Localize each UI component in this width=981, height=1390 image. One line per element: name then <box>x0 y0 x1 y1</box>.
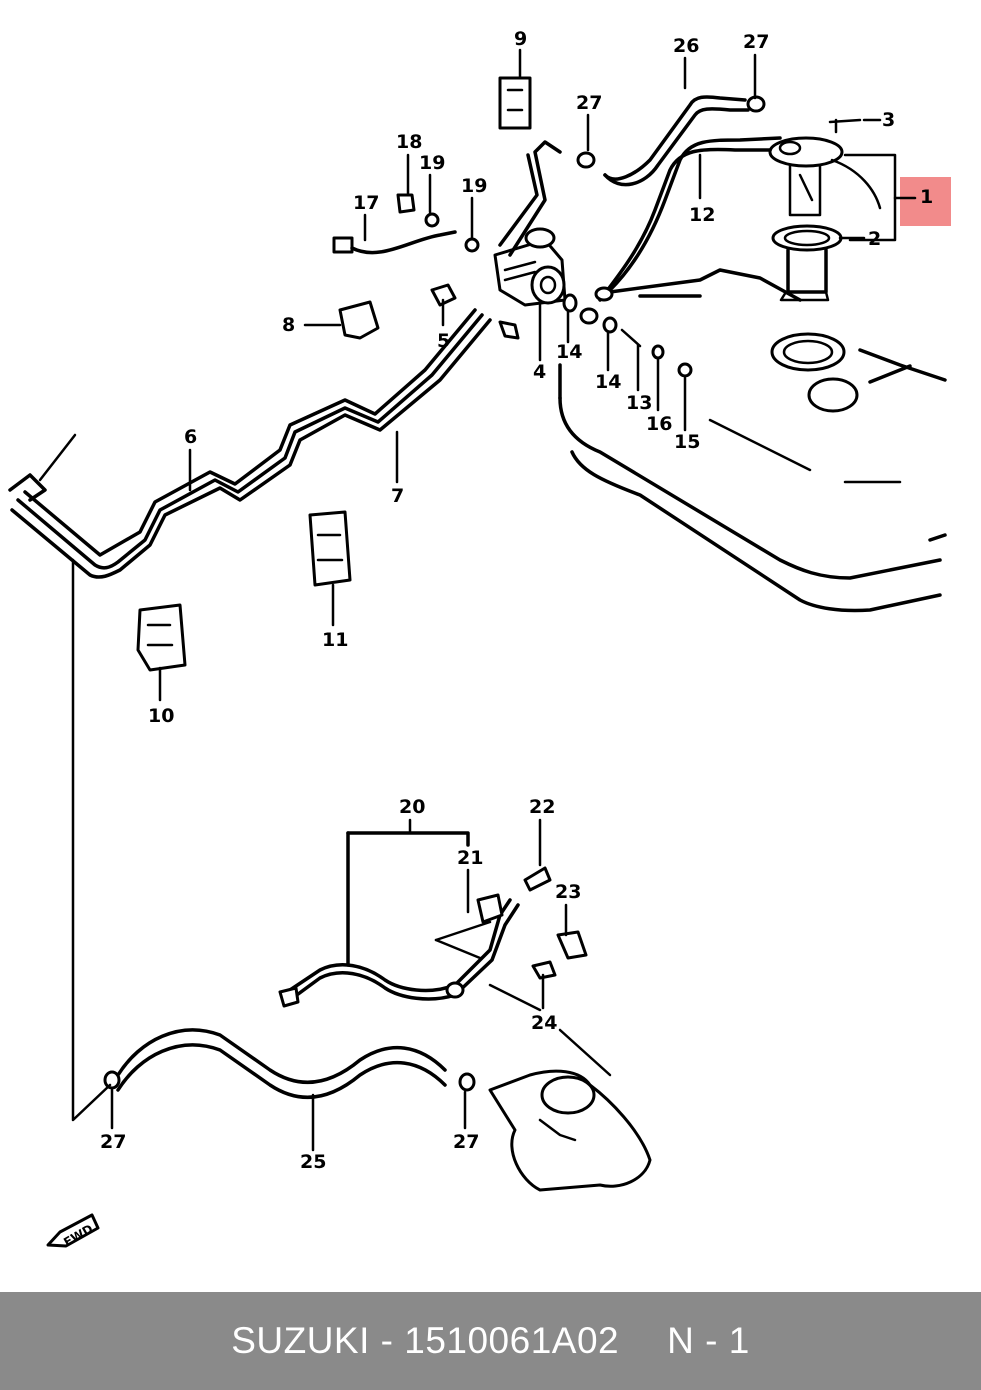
callout-13: 13 <box>626 392 652 414</box>
fuel-pump-assembly <box>768 118 897 302</box>
callout-3: 3 <box>882 109 895 131</box>
callout-21: 21 <box>457 847 483 869</box>
fwd-arrow-icon: FWD <box>46 1213 100 1249</box>
callout-27-bottom-right: 27 <box>453 1131 479 1153</box>
callout-18: 18 <box>396 131 422 153</box>
callout-16: 16 <box>646 413 672 435</box>
callout-20: 20 <box>399 796 425 818</box>
footer-part-number: SUZUKI - 1510061A02 <box>231 1320 620 1361</box>
callout-8: 8 <box>282 314 295 336</box>
fuel-filter <box>493 140 693 378</box>
callout-27-bottom-left: 27 <box>100 1131 126 1153</box>
fuel-tank <box>558 268 947 613</box>
callout-19-left: 19 <box>419 152 445 174</box>
callout-14-left: 14 <box>556 341 582 363</box>
lower-assembly <box>103 831 652 1192</box>
callout-7: 7 <box>391 485 404 507</box>
frame-line <box>71 558 112 1122</box>
callout-10: 10 <box>148 705 174 727</box>
callout-25: 25 <box>300 1151 326 1173</box>
callout-17: 17 <box>353 192 379 214</box>
callout-2: 2 <box>868 228 881 250</box>
callout-27-top-right: 27 <box>743 31 769 53</box>
callout-19-right: 19 <box>461 175 487 197</box>
callout-23: 23 <box>555 881 581 903</box>
callout-labels: 1 2 3 4 5 6 7 8 9 10 11 12 13 14 14 15 1… <box>100 28 933 1173</box>
callout-12: 12 <box>689 204 715 226</box>
callout-6: 6 <box>184 426 197 448</box>
leader-lines <box>110 48 882 1152</box>
upper-hoses <box>576 95 782 325</box>
callout-24: 24 <box>531 1012 557 1034</box>
callout-11: 11 <box>322 629 348 651</box>
callout-14-right: 14 <box>595 371 621 393</box>
callout-9: 9 <box>514 28 527 50</box>
callout-26: 26 <box>673 35 699 57</box>
highlight-callout-1 <box>900 177 951 226</box>
footer-reference: N - 1 <box>667 1320 750 1361</box>
callout-1: 1 <box>920 186 933 208</box>
footer-bar: SUZUKI - 1510061A02 N - 1 <box>0 1292 981 1390</box>
callout-5: 5 <box>437 330 450 352</box>
fuel-pipes <box>8 308 492 579</box>
parts-diagram: FWD 1 2 3 <box>8 28 951 1249</box>
callout-22: 22 <box>529 796 555 818</box>
small-parts <box>136 76 532 672</box>
callout-4: 4 <box>533 361 546 383</box>
callout-15: 15 <box>674 431 700 453</box>
callout-27-top-mid: 27 <box>576 92 602 114</box>
